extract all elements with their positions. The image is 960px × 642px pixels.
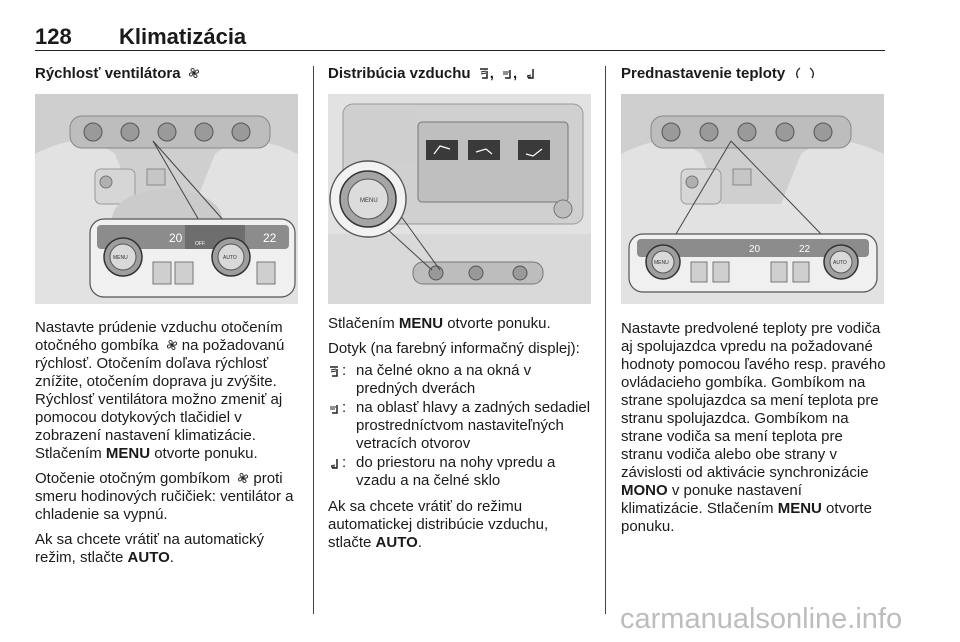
paragraph: Nastavte prúdenie vzduchu otočením otočn… — [35, 319, 285, 462]
figure-temp-left: 20 — [749, 244, 761, 255]
air-foot-icon — [527, 69, 535, 79]
watermark: carmanualsonline.info — [620, 603, 903, 635]
fan-icon — [188, 67, 199, 79]
list-item: : na oblasť hlavy a zadných sedadiel pro… — [328, 399, 593, 453]
figure-menu-label: MENU — [360, 198, 378, 204]
section-body: Nastavte predvolené teploty pre vodiča a… — [621, 320, 886, 536]
section-body: Nastavte prúdenie vzduchu otočením otočn… — [35, 319, 300, 567]
section-title: Rýchlosť ventilátora — [35, 64, 300, 84]
temperature-panel-illustration: 20 22 MENU AUTO — [621, 94, 884, 304]
air-distribution-illustration: MENU — [328, 94, 591, 304]
temperature-icon — [796, 67, 815, 79]
paragraph: Ak sa chcete vrátiť do režimu automatick… — [328, 498, 549, 551]
air-head-icon — [330, 405, 338, 414]
page-header: 128 Klimatizácia — [35, 20, 885, 50]
section-title-text: Prednastavenie teploty — [621, 65, 786, 82]
figure-temp-left: 20 — [169, 231, 183, 245]
paragraph: Nastavte predvolené teploty pre vodiča a… — [621, 320, 886, 535]
column-divider — [313, 66, 314, 614]
paragraph: Otočenie otočným gombíkom proti smeru ho… — [35, 470, 294, 523]
paragraph: Dotyk (na farebný informačný displej): — [328, 340, 580, 357]
air-head-icon — [503, 70, 511, 79]
air-windscreen-icon — [330, 366, 338, 377]
list-item: : do priestoru na nohy vpredu a vzadu a … — [328, 454, 593, 490]
list-item: : na čelné okno a na okná v predných dve… — [328, 362, 593, 398]
fan-icon — [166, 339, 177, 351]
figure-off-label: OFF — [195, 241, 205, 247]
paragraph: Stlačením MENU otvorte ponuku. — [328, 315, 551, 332]
section-title: Distribúcia vzduchu , , — [328, 64, 593, 84]
climate-panel-illustration: 20 22 OFF MENU AUTO — [35, 94, 298, 304]
column-divider — [605, 66, 606, 614]
air-windscreen-icon — [479, 68, 488, 79]
section-body: Stlačením MENU otvorte ponuku. Dotyk (na… — [328, 315, 593, 552]
figure-menu-label: MENU — [654, 260, 669, 266]
chapter-title: Klimatizácia — [119, 24, 247, 49]
air-foot-icon — [330, 459, 338, 469]
column-air-distribution: Distribúcia vzduchu , , MENU — [328, 64, 593, 559]
figure-menu-label: MENU — [113, 255, 128, 261]
section-title: Prednastavenie teploty — [621, 64, 886, 84]
column-temperature-preset: Prednastavenie teploty — [621, 64, 886, 543]
header-rule — [35, 50, 885, 51]
figure-auto-label: AUTO — [833, 260, 847, 266]
paragraph: Ak sa chcete vrátiť na automatický režim… — [35, 531, 265, 566]
figure-temp-right: 22 — [799, 244, 811, 255]
figure-auto-label: AUTO — [223, 255, 237, 261]
fan-icon — [238, 472, 249, 484]
column-fan-speed: Rýchlosť ventilátora — [35, 64, 300, 574]
page-number: 128 — [35, 24, 72, 49]
section-title-text: Distribúcia vzduchu — [328, 65, 471, 82]
section-title-text: Rýchlosť ventilátora — [35, 65, 181, 82]
figure-temp-right: 22 — [263, 231, 277, 245]
